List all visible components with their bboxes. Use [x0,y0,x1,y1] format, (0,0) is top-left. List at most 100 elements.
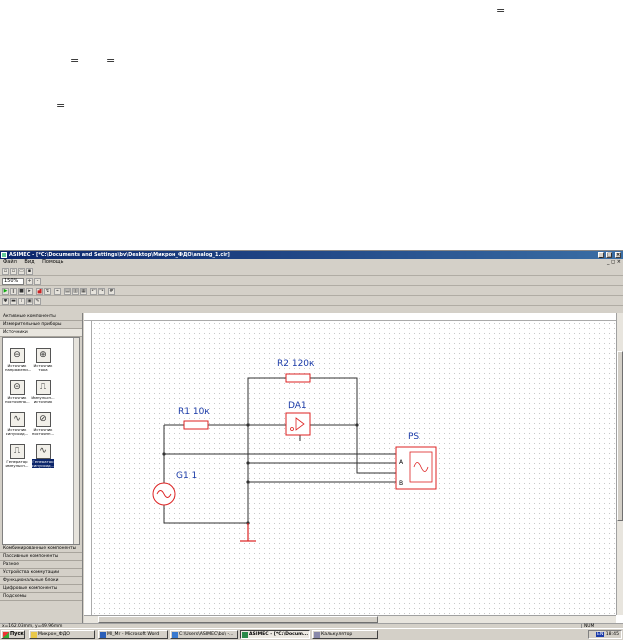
zoom-in-icon[interactable]: + [26,278,33,285]
sine-source-icon: ∿ [9,412,25,427]
mdi-controls[interactable]: _ ◻ × [606,259,621,265]
step-icon[interactable]: ▸ [26,288,33,295]
category-sources[interactable]: Источники [0,329,82,337]
close-button[interactable]: × [615,252,621,258]
component-icon[interactable]: ✱ [2,298,9,305]
open-icon[interactable]: ▫ [10,268,17,275]
label-icon[interactable]: ▣ [26,298,33,305]
minimize-button[interactable]: _ [598,252,604,258]
category-combined-components[interactable]: Комбинированные компоненты [0,545,82,553]
equals-sign: = [496,4,506,17]
palette-item-pulse-source[interactable]: ⎍ Импульсн... источник [31,380,55,405]
palette-item-dc-source[interactable]: ⊝ Источник постоянно... [5,380,30,405]
pause-icon[interactable]: ∥ [10,288,17,295]
maximize-button[interactable]: □ [606,252,612,258]
category-active-components[interactable]: Активные компоненты [0,313,82,321]
category-digital-components[interactable]: Цифровые компоненты [0,585,82,593]
zoom-out-icon[interactable]: - [34,278,41,285]
dots-icon[interactable]: ⁞ [18,298,25,305]
pencil-icon[interactable]: ✎ [34,298,41,305]
task-folder[interactable]: Микрон_ФДО [29,630,95,639]
ps-channel-b-label: B [399,480,404,487]
grid-icon[interactable]: # [108,288,115,295]
export-icon[interactable]: ▦ [80,288,87,295]
task-label: Ml_Mr - Microsoft Word [107,632,160,637]
menu-item-view[interactable]: Вид [24,259,35,265]
opamp-da1[interactable] [285,412,311,436]
dc-current-source-icon: ⊘ [35,412,51,427]
g1-label: G1 1 [176,471,198,481]
task-explorer[interactable]: C:\Users\ASIMEC\bo\ -... [170,630,238,639]
graph-icon[interactable]: ↯ [44,288,51,295]
task-label: Калькулятор [321,632,353,637]
menu-item-help[interactable]: Помощь [42,259,64,265]
print-icon[interactable]: ▤ [64,288,71,295]
task-calculator[interactable]: Калькулятор [312,630,378,639]
circuit-diagram [152,373,437,542]
start-button[interactable]: Пуск [1,630,25,639]
task-word[interactable]: Ml_Mr - Microsoft Word [98,630,168,639]
start-label: Пуск [10,631,24,637]
resistor-r2[interactable] [285,373,311,383]
document-page: = = = = [0,0,623,250]
wire [247,377,286,425]
task-asimec[interactable]: ASIMEC - [*C:\Docum... [240,630,310,639]
redo-icon[interactable]: ↷ [98,288,105,295]
sine-generator-icon: ∿ [35,444,51,459]
scroll-thumb[interactable] [98,616,378,623]
stop-icon[interactable]: ■ [18,288,25,295]
chart-icon[interactable]: ▟ [36,288,43,295]
play-icon[interactable]: ▶ [2,288,9,295]
category-measuring-instruments[interactable]: Измерительные приборы [0,321,82,329]
category-subcircuits[interactable]: Подсхемы [0,593,82,601]
palette-item-voltage-source[interactable]: ⊖ Источник напряжени... [5,348,32,373]
title-bar[interactable]: ASIMEC - [*C:\Documents and Settings\bv\… [0,251,623,259]
menu-item-file[interactable]: Файл [3,259,17,265]
palette-scrollbar[interactable] [73,338,79,544]
folder-icon [31,632,37,638]
vertical-scrollbar[interactable] [616,313,623,615]
wire-icon[interactable]: ▬ [10,298,17,305]
category-function-blocks[interactable]: Функциональные блоки [0,577,82,585]
probe-icon[interactable]: ⌁ [54,288,61,295]
category-switching-devices[interactable]: Устройства коммутации [0,569,82,577]
schematic-canvas[interactable]: R1 10к R2 120к DA1 G1 1 PS A B [92,321,616,615]
category-misc[interactable]: Разное [0,561,82,569]
palette-item-dc-current-source[interactable]: ⊘ Источник постоянн... [31,412,55,437]
palette-item-sine-generator[interactable]: ∿ Генератор синусоид... [31,444,55,469]
app-icon [1,252,7,258]
wire [310,377,358,425]
r1-label: R1 10к [178,407,210,417]
language-indicator[interactable]: EN [595,632,605,637]
resistor-r1[interactable] [183,420,209,430]
new-icon[interactable]: ▫ [2,268,9,275]
equals-sign: = [70,54,80,67]
ground-symbol[interactable] [240,523,256,542]
palette-item-pulse-generator[interactable]: ⎍ Генератор импульсн... [5,444,29,469]
equals-sign: = [56,99,66,112]
status-bar: x=162.03mm, y=49.96mm NUM [0,623,623,630]
horizontal-scrollbar[interactable] [84,615,616,623]
ps-label: PS [408,432,420,442]
windows-logo-icon [3,632,9,638]
ps-channel-a-label: A [399,459,404,466]
scroll-thumb[interactable] [617,351,623,521]
calculator-icon [314,632,320,638]
folder-icon[interactable]: ▭ [18,268,25,275]
undo-icon[interactable]: ↶ [90,288,97,295]
voltage-source-icon: ⊖ [9,348,25,363]
sine-source-g1[interactable] [152,482,176,506]
palette-item-sine-source[interactable]: ∿ Источник синусоид... [5,412,29,437]
category-passive-components[interactable]: Пассивные компоненты [0,553,82,561]
current-source-icon: ⊕ [35,348,51,363]
wire [163,505,248,524]
save-icon[interactable]: ▪ [26,268,33,275]
oscilloscope-ps[interactable] [395,446,437,490]
window-icon [172,632,178,638]
clock: 18:45 [605,632,619,637]
pulse-generator-icon: ⎍ [9,444,25,459]
zoom-select[interactable]: 150% [2,278,24,285]
palette-item-current-source[interactable]: ⊕ Источник тока [33,348,53,373]
ruler-left [84,321,92,615]
print-preview-icon[interactable]: ▥ [72,288,79,295]
